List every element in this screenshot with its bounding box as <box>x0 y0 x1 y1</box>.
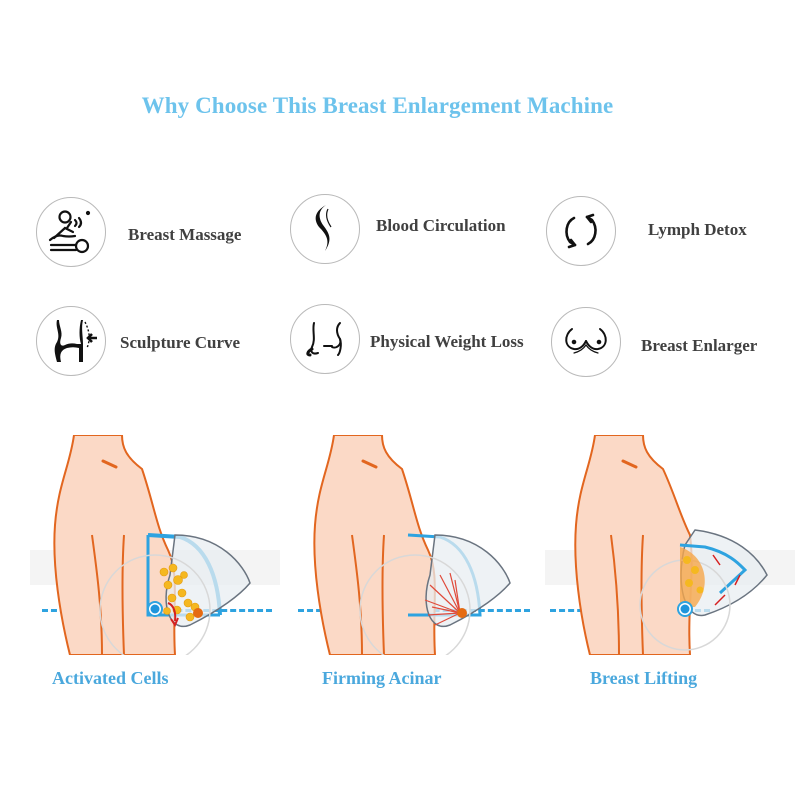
feature-label: Physical Weight Loss <box>370 332 524 351</box>
feature-label: Sculpture Curve <box>120 333 241 352</box>
feature-blood-circulation: Blood Circulation <box>290 194 506 264</box>
cycle-arrows-icon <box>546 196 616 266</box>
body-curve-icon <box>290 194 360 264</box>
illustration-breast-lifting <box>545 435 795 655</box>
caption-firming-acinar: Firming Acinar <box>322 668 442 688</box>
breasts-icon <box>551 307 621 377</box>
feature-breast-massage: Breast Massage <box>36 197 241 267</box>
caption-breast-lifting: Breast Lifting <box>590 668 698 688</box>
slim-body-icon <box>290 304 360 374</box>
feature-label: Breast Enlarger <box>641 336 758 355</box>
feature-sculpture-curve: Sculpture Curve <box>36 306 240 376</box>
feature-physical-weight-loss: Physical Weight Loss <box>290 304 524 374</box>
waist-curve-icon <box>36 306 106 376</box>
feature-lymph-detox: Lymph Detox <box>546 196 747 266</box>
feature-label: Breast Massage <box>128 225 242 244</box>
massage-icon <box>36 197 106 267</box>
illustration-activated-cells <box>30 435 280 655</box>
page-title: Why Choose This Breast Enlargement Machi… <box>141 93 614 118</box>
feature-label: Blood Circulation <box>376 216 506 235</box>
illustration-firming-acinar <box>290 435 540 655</box>
caption-activated-cells: Activated Cells <box>52 668 169 688</box>
feature-breast-enlarger: Breast Enlarger <box>551 307 757 377</box>
feature-label: Lymph Detox <box>648 220 747 239</box>
